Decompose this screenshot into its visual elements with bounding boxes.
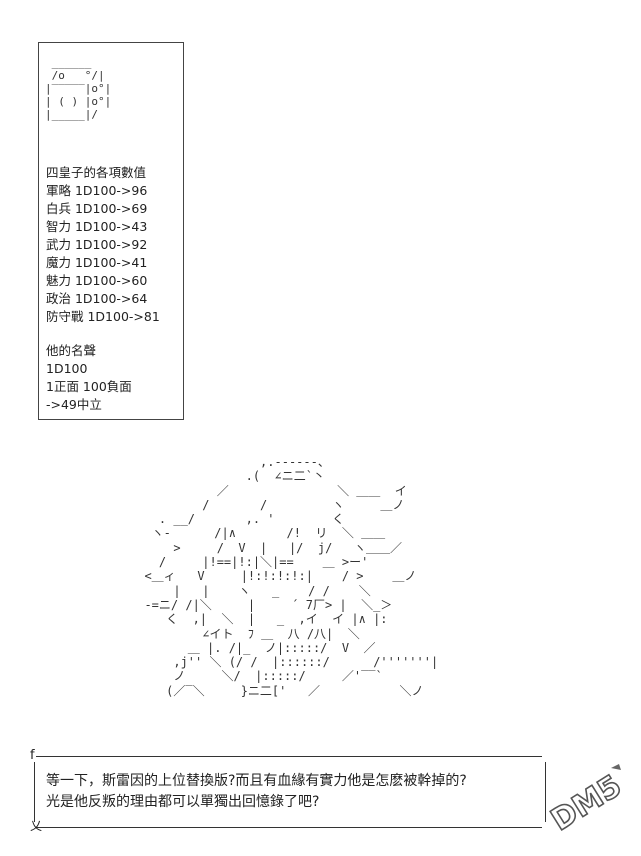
stat-politics: 政治 1D100->64 <box>46 291 148 306</box>
stat-defense: 防守戰 1D100->81 <box>46 309 160 324</box>
panel-border-right <box>183 42 184 420</box>
panel-border-left <box>38 42 39 420</box>
fame-result: ->49中立 <box>46 397 102 412</box>
bubble-border-top <box>36 756 542 757</box>
stat-force: 武力 1D100->92 <box>46 237 148 252</box>
stat-intelligence: 智力 1D100->43 <box>46 219 148 234</box>
fame-roll: 1D100 <box>46 361 88 376</box>
dice-ascii-art: ______ /o °/| |‾‾‾‾‾|o°| | ( ) |o°| |___… <box>45 56 112 121</box>
character-ascii-art: ,.-‐‐‐‐-、 .( ∠ニ二`丶 ／ ＼ ＿＿ イ / / ヽ ＿ノ . _… <box>144 455 439 698</box>
bubble-corner-mark: f <box>30 748 35 763</box>
panel-border-bottom <box>38 419 184 420</box>
panel-border-top <box>38 42 184 43</box>
stat-magic: 魔力 1D100->41 <box>46 255 148 270</box>
stat-melee: 白兵 1D100->69 <box>46 201 148 216</box>
bubble-border-left <box>34 762 35 822</box>
stats-list: 四皇子的各項數值 軍略 1D100->96 白兵 1D100->69 智力 1D… <box>46 164 160 326</box>
stats-panel: ______ /o °/| |‾‾‾‾‾|o°| | ( ) |o°| |___… <box>38 42 184 420</box>
bubble-tail-mark: 乂 <box>30 819 43 833</box>
bubble-border-bottom <box>36 827 542 828</box>
dm5-watermark-logo: DM5 <box>544 764 629 839</box>
fame-scale: 1正面 100負面 <box>46 379 132 394</box>
stat-strategy: 軍略 1D100->96 <box>46 183 148 198</box>
fame-list: 他的名聲 1D100 1正面 100負面 ->49中立 <box>46 342 132 414</box>
stat-charisma: 魅力 1D100->60 <box>46 273 148 288</box>
speech-line-2: 光是他反叛的理由都可以單獨出回憶錄了吧? <box>46 794 320 810</box>
watermark-accent-icon <box>611 764 621 770</box>
speech-line-1: 等一下，斯雷因的上位替換版?而且有血緣有實力他是怎麽被幹掉的? <box>46 773 467 789</box>
bubble-border-right <box>545 762 546 822</box>
watermark-text: DM5 <box>545 768 628 838</box>
stats-title: 四皇子的各項數值 <box>46 165 147 180</box>
speech-bubble: f 乂 等一下，斯雷因的上位替換版?而且有血緣有實力他是怎麽被幹掉的? 光是他反… <box>30 748 550 833</box>
fame-title: 他的名聲 <box>46 343 97 358</box>
